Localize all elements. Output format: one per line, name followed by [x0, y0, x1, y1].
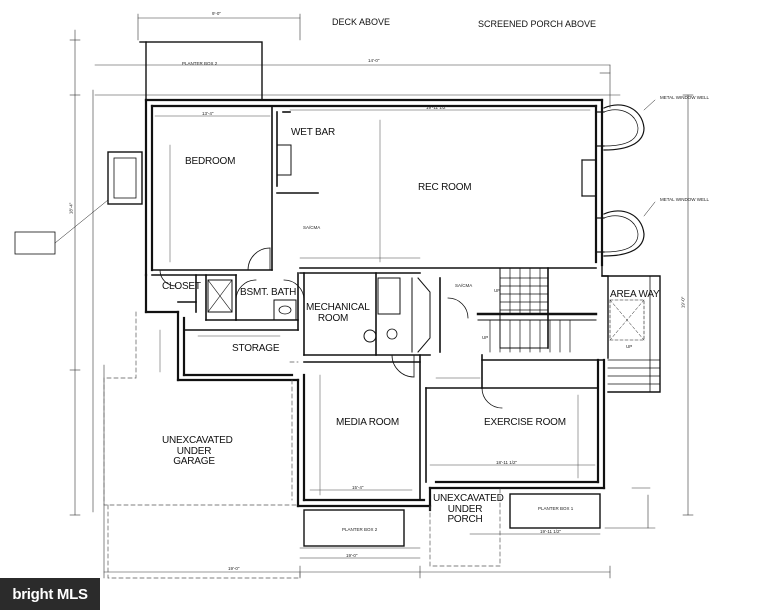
- callout-note: [14, 199, 109, 255]
- dim-right: 19'-0": [680, 296, 686, 309]
- room-wet-bar: WET BAR: [291, 127, 335, 138]
- window-wells: [581, 99, 656, 257]
- dim-top-1: 9'-0": [212, 11, 221, 16]
- dim-bottom-3: 19'-11 1/2": [540, 529, 562, 534]
- exterior-walls: [144, 98, 606, 512]
- dim-media-width: 15'-4": [352, 485, 364, 490]
- stair-up-label-2: UP: [482, 335, 489, 340]
- room-exercise-room: EXERCISE ROOM: [484, 417, 566, 428]
- unexcavated-outline: [103, 311, 501, 579]
- planter-boxes: [107, 41, 601, 547]
- room-closet: CLOSET: [162, 281, 201, 292]
- sa-cma-label-1: SA/CMA: [303, 225, 321, 230]
- watermark-text: bright MLS: [12, 585, 88, 603]
- dim-bottom-2: 19'-0": [346, 553, 358, 558]
- room-rec-room: REC ROOM: [418, 182, 472, 193]
- stair-up-label-1: UP: [494, 288, 501, 293]
- stair-treads: [489, 267, 571, 353]
- room-area-way: AREA WAY: [610, 289, 660, 300]
- brightmls-watermark: bright MLS: [0, 578, 100, 610]
- metal-window-well-label-2: METAL WINDOW WELL: [660, 197, 710, 202]
- room-media-room: MEDIA ROOM: [336, 417, 400, 428]
- planter-box-1-label: PLANTER BOX 1: [538, 506, 574, 511]
- dim-bedroom-width: 13'-4": [202, 111, 214, 116]
- dim-top-2: 14'-0": [368, 58, 380, 63]
- area-way: [601, 261, 661, 393]
- interior-walls: [151, 105, 605, 501]
- room-unexcavated-porch: UNEXCAVATED UNDER PORCH: [433, 493, 504, 525]
- sa-cma-label-2: SA/CMA: [455, 283, 473, 288]
- dim-left: 18'-4": [68, 202, 74, 215]
- room-storage: STORAGE: [232, 343, 280, 354]
- screened-porch-above-label: SCREENED PORCH ABOVE: [478, 19, 597, 29]
- room-unexcavated-garage: UNEXCAVATED UNDER GARAGE: [162, 435, 233, 467]
- stair-up-label-3: UP: [626, 344, 633, 349]
- doors: [159, 247, 503, 409]
- metal-window-well-label-1: METAL WINDOW WELL: [660, 95, 710, 100]
- deck-above-label: DECK ABOVE: [332, 17, 391, 27]
- room-bsmt-bath: BSMT. BATH: [240, 287, 297, 298]
- planter-box-2-bottom-label: PLANTER BOX 2: [342, 527, 378, 532]
- dim-rec-width: 19'-11 1/2": [426, 105, 448, 110]
- dim-bottom-1: 19'-0": [228, 566, 240, 571]
- room-bedroom: BEDROOM: [185, 156, 236, 167]
- interior-dimensions: [154, 109, 596, 496]
- room-mechanical: MECHANICAL ROOM: [306, 302, 370, 324]
- dim-exercise-width: 18'-11 1/2": [496, 460, 518, 465]
- planter-box-2-top-label: PLANTER BOX 2: [182, 61, 218, 66]
